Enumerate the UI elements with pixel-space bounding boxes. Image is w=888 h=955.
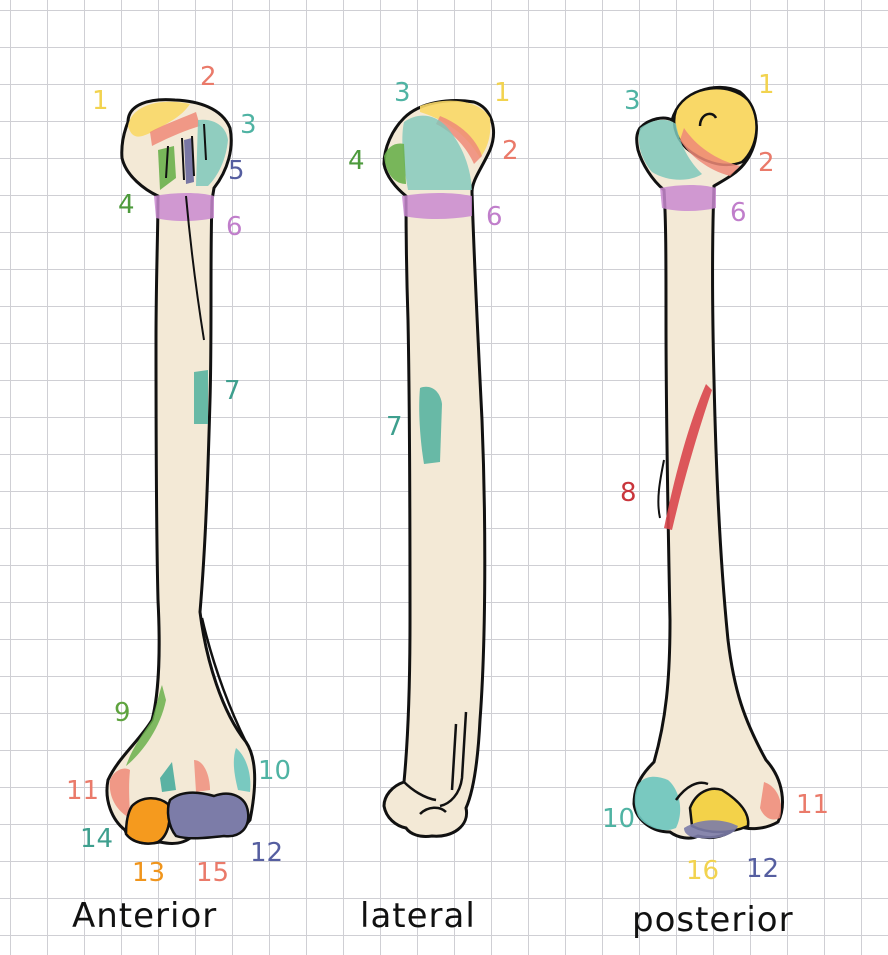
anterior-label-6: 6 [226, 212, 243, 242]
anterior-region-11 [109, 768, 130, 818]
anterior-label-7: 7 [224, 376, 241, 406]
lateral-view-title: lateral [360, 896, 476, 936]
anterior-region-2 [150, 112, 200, 146]
top-note: - - - - - [95, 0, 163, 11]
lateral-region-3 [402, 115, 472, 190]
anterior-condyle-line [200, 617, 248, 743]
lateral-region-7 [419, 386, 442, 464]
posterior-label-3: 3 [624, 86, 641, 116]
lateral-region-6 [402, 193, 472, 219]
posterior-region-12 [684, 820, 738, 839]
anterior-label-10: 10 [258, 756, 292, 786]
lateral-bone-outline [382, 99, 495, 838]
posterior-view-title: posterior [632, 900, 794, 940]
posterior-bone-outline [632, 85, 784, 840]
anterior-head-1 [128, 101, 190, 137]
posterior-label-1: 1 [758, 70, 775, 100]
posterior-region-6 [660, 185, 716, 211]
lateral-label-1: 1 [494, 78, 511, 108]
lateral-region-4 [384, 143, 406, 184]
anterior-label-4: 4 [118, 190, 135, 220]
anterior-view-title: Anterior [72, 896, 218, 936]
lateral-label-7: 7 [386, 412, 403, 442]
anterior-region-6 [154, 193, 214, 221]
anterior-label-12: 12 [250, 838, 284, 868]
posterior-head-mark [698, 112, 718, 127]
anterior-tubercle-lines [165, 123, 207, 181]
posterior-label-6: 6 [730, 198, 747, 228]
anterior-region-10 [233, 748, 251, 792]
posterior-label-2: 2 [758, 148, 775, 178]
anterior-label-11: 11 [66, 776, 100, 806]
anterior-label-14: 14 [80, 824, 114, 854]
anterior-shaft-line [185, 195, 205, 341]
lateral-label-6: 6 [486, 202, 503, 232]
posterior-region-2 [680, 128, 740, 176]
anterior-region-15 [194, 760, 210, 792]
lateral-humerus [382, 99, 495, 838]
posterior-label-16: 16 [686, 856, 720, 886]
posterior-groove-line [657, 459, 665, 519]
anterior-region-5 [184, 138, 194, 184]
posterior-fossa-line [674, 781, 709, 801]
lateral-label-4: 4 [348, 146, 365, 176]
anterior-region-14 [160, 762, 176, 792]
anterior-label-2: 2 [200, 62, 217, 92]
anterior-region-9 [126, 685, 166, 766]
anterior-humerus [105, 98, 257, 845]
anterior-label-9: 9 [114, 698, 131, 728]
anterior-region-12 [166, 791, 250, 840]
posterior-humerus [632, 85, 784, 840]
posterior-label-11: 11 [796, 790, 830, 820]
anterior-region-13 [124, 797, 171, 845]
lateral-label-3: 3 [394, 78, 411, 108]
posterior-region-3 [638, 119, 702, 180]
anterior-label-1: 1 [92, 86, 109, 116]
anterior-label-5: 5 [228, 156, 245, 186]
lateral-condyle-lines [403, 711, 468, 815]
posterior-region-10 [634, 776, 681, 831]
anterior-label-13: 13 [132, 858, 166, 888]
posterior-label-12: 12 [746, 854, 780, 884]
posterior-region-11 [760, 782, 782, 820]
posterior-label-10: 10 [602, 804, 636, 834]
posterior-region-8 [664, 384, 712, 530]
lateral-label-2: 2 [502, 136, 519, 166]
anterior-label-15: 15 [196, 858, 230, 888]
anterior-region-7 [194, 370, 208, 424]
posterior-label-8: 8 [620, 478, 637, 508]
anterior-label-3: 3 [240, 110, 257, 140]
